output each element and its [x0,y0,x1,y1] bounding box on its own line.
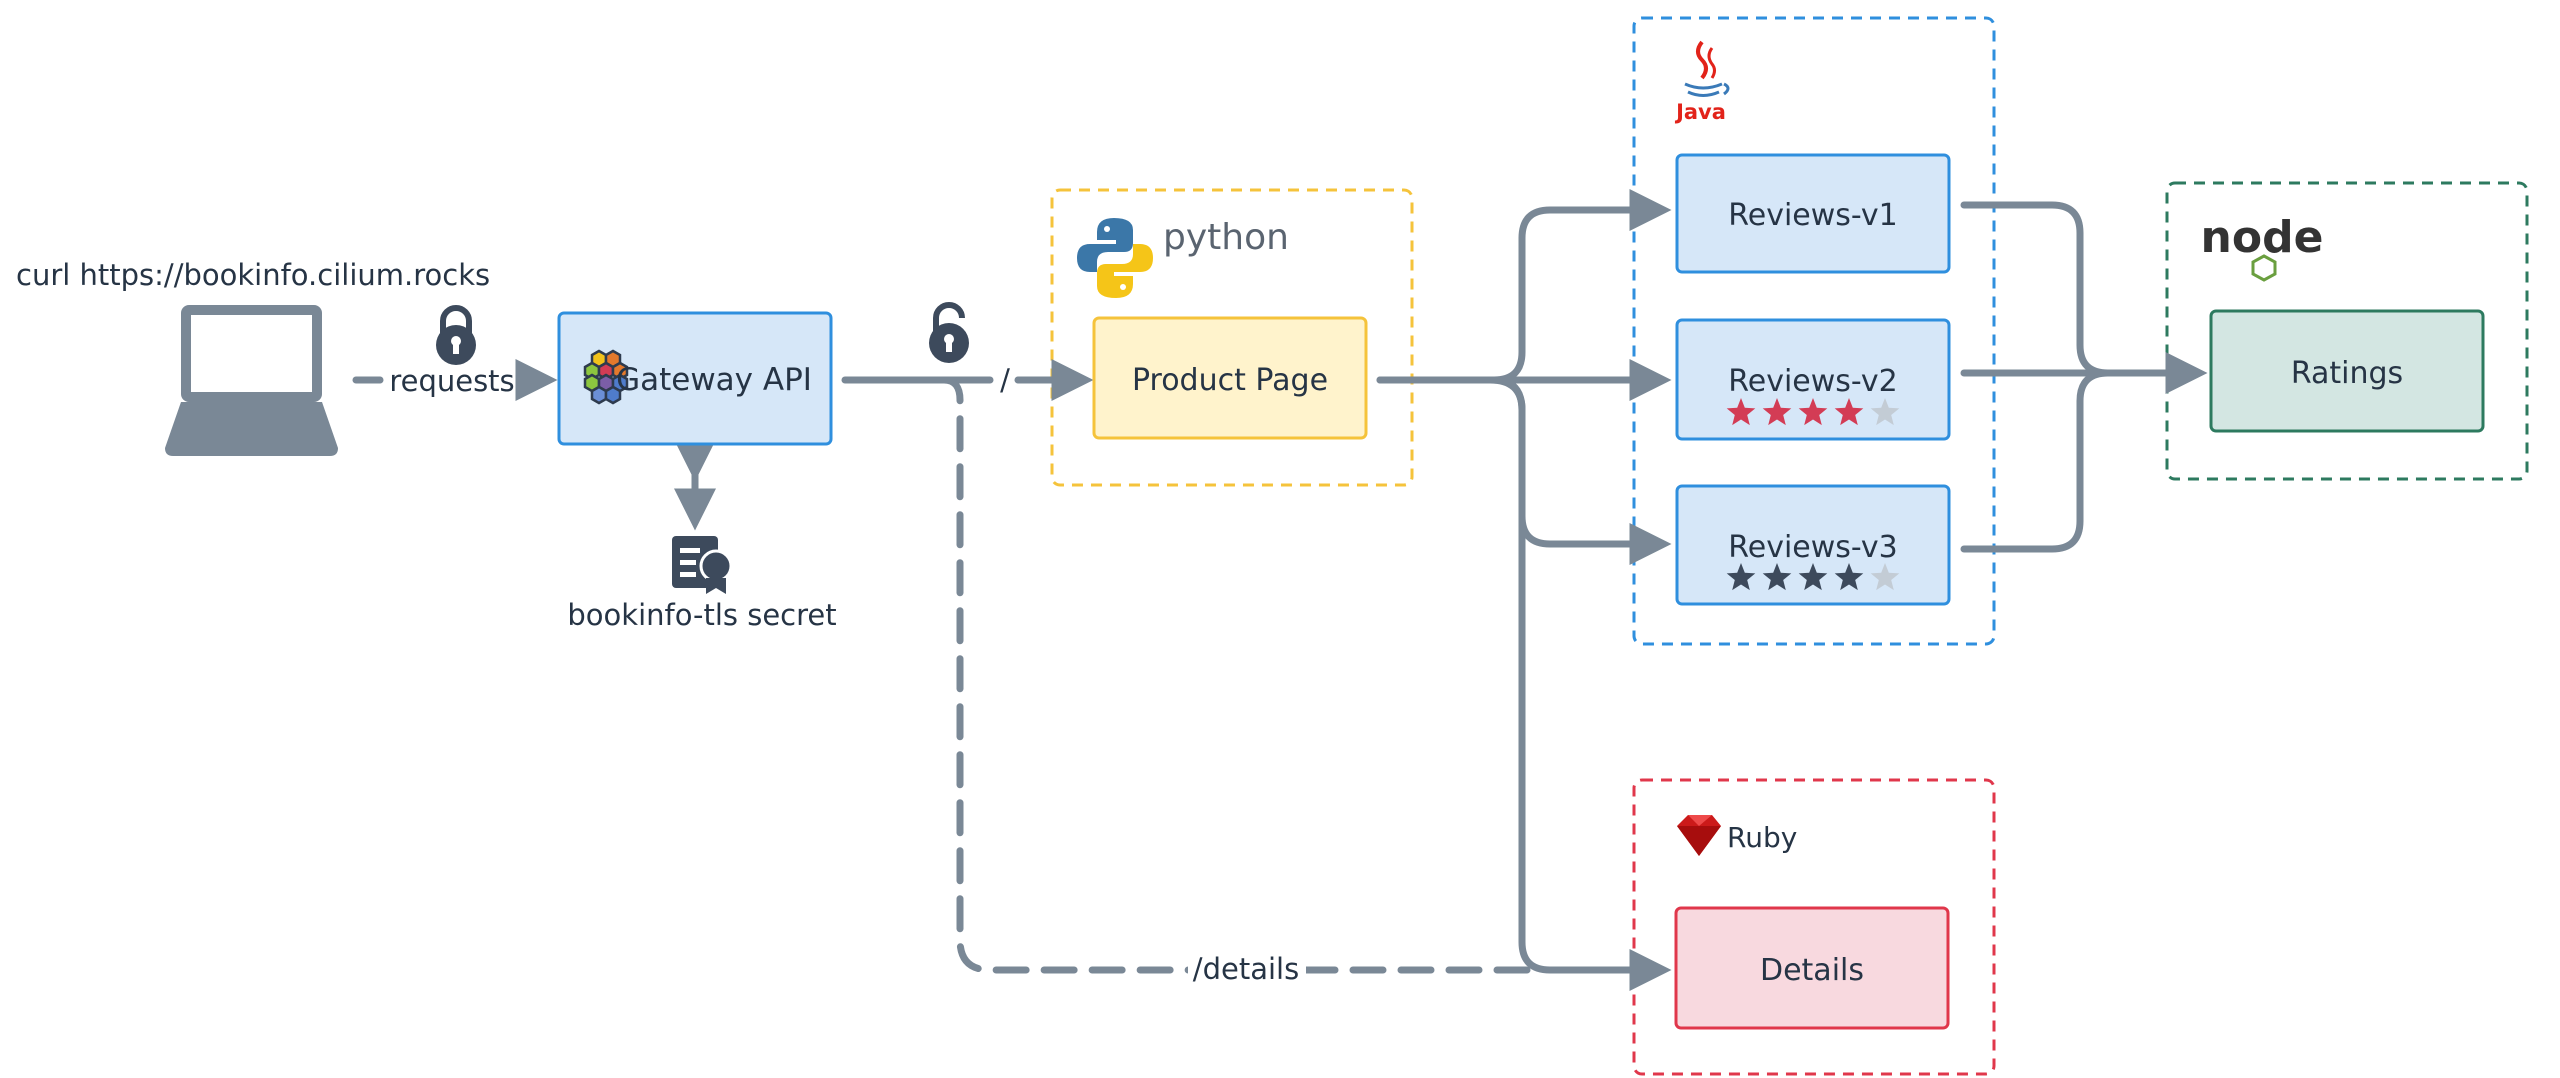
reviews-v2-star-rating [1726,398,1900,426]
star-icon [1798,563,1828,591]
star-icon [1834,563,1864,591]
java-group [1632,16,1996,646]
reviews-v2-label: Reviews-v2 [1728,364,1898,399]
star-icon [1834,398,1864,426]
cilium-logo-icon [583,349,629,405]
java-logo-text: Java [1674,100,1726,124]
details-box[interactable] [1674,906,1950,1030]
edges [352,189,2208,991]
edge-product-to-reviews-v1 [1376,189,1672,384]
product-page-box[interactable] [1092,316,1368,440]
edge-product-to-reviews-v3 [1486,376,1672,565]
edge-reviews-v3-to-ratings [1960,369,2112,553]
reviews-v3-label: Reviews-v3 [1728,530,1898,565]
laptop-icon [165,305,338,456]
reviews-v1-box[interactable] [1675,153,1951,274]
details-path-label-bg [1188,948,1306,988]
certificate-icon [672,536,733,594]
lock-closed-icon [436,305,476,365]
node-group [2165,181,2529,481]
star-icon [1726,563,1756,591]
edge-product-to-details [1490,376,1672,991]
star-icon [1870,563,1900,591]
ratings-label: Ratings [2291,356,2403,391]
star-icon [1762,398,1792,426]
edge-reviews-v1-to-ratings [1960,201,2112,377]
requests-label: requests [389,364,514,398]
reviews-v1-label: Reviews-v1 [1728,198,1898,233]
reviews-v3-star-rating [1726,563,1900,591]
client-label: curl https://bookinfo.cilium.rocks [16,258,490,292]
root-path-label: / [1000,363,1010,397]
edge-gateway-to-details-dashed [940,376,1194,974]
gateway-api-label: Gateway API [616,362,812,398]
reviews-v2-node[interactable]: Reviews-v2 [1675,318,1951,441]
details-path-label: /details [1193,952,1299,986]
reviews-v3-node[interactable]: Reviews-v3 [1675,484,1951,606]
ratings-box[interactable] [2209,309,2485,433]
gateway-api-box[interactable] [557,311,833,446]
ruby-logo-icon [1677,815,1721,856]
secret-label: bookinfo-tls secret [567,598,836,632]
python-group [1050,188,1414,487]
python-logo-text: python [1163,217,1289,258]
java-logo-icon [1684,40,1730,97]
star-icon [1762,563,1792,591]
details-label: Details [1760,953,1864,988]
nodejs-logo-text: node [2201,212,2324,263]
star-icon [1870,398,1900,426]
ruby-group [1632,778,1996,1076]
lock-open-icon [929,302,969,363]
star-icon [1798,398,1828,426]
star-icon [1726,398,1756,426]
reviews-v1-node[interactable]: Reviews-v1 [1675,153,1951,274]
product-page-label: Product Page [1132,363,1328,398]
nodejs-logo-icon: node [2201,212,2324,282]
python-logo-icon [1077,218,1153,298]
ruby-logo-text: Ruby [1727,821,1797,854]
